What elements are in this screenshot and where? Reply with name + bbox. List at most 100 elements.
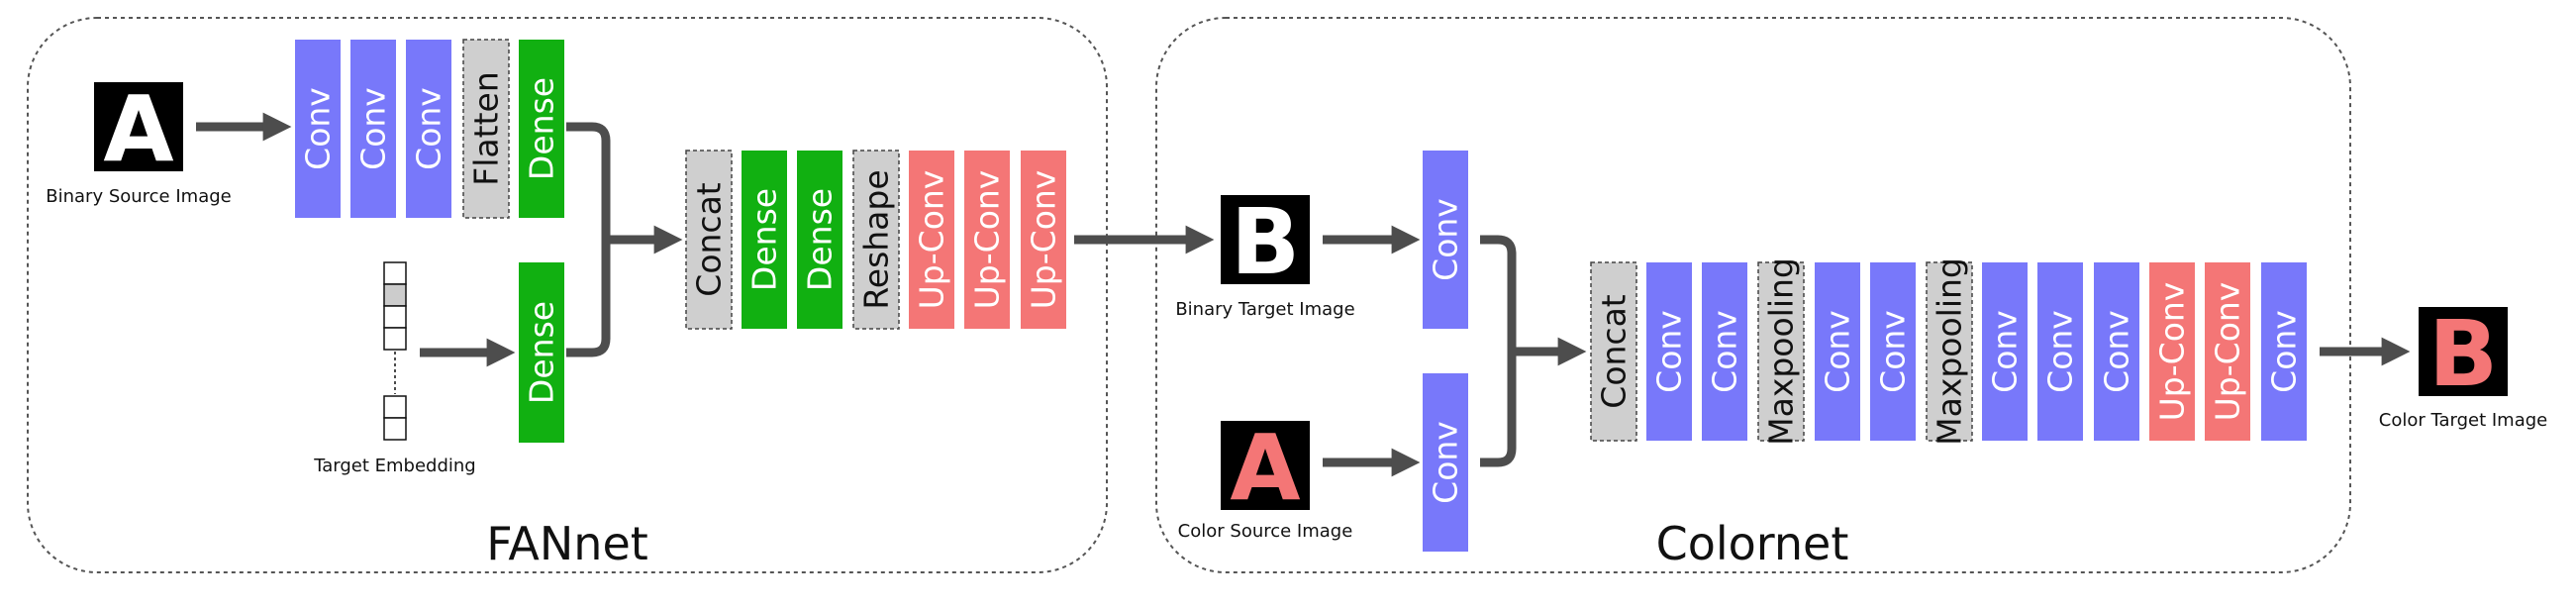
colornet-layer-10-box xyxy=(2094,262,2139,441)
embedding-cell-5 xyxy=(383,395,407,419)
fannet-decoder-3-box xyxy=(797,151,842,329)
color-target-glyph: B xyxy=(2428,301,2498,407)
color-branch-conv-box xyxy=(1423,373,1468,552)
fannet-decoder-5: Up-Conv xyxy=(909,151,954,329)
colornet-layer-1-label: Concat xyxy=(1595,294,1634,409)
fannet-decoder-3: Dense xyxy=(797,151,842,329)
binary-target-glyph: B xyxy=(1231,189,1300,295)
fannet-encoder-2-label: Conv xyxy=(354,87,393,170)
fannet-decoder-3-label: Dense xyxy=(801,188,840,291)
color-source-image: A xyxy=(1221,415,1310,521)
fannet-decoder-2-label: Dense xyxy=(745,188,784,291)
colornet-layer-7-box xyxy=(1926,261,1973,442)
binary-target-image: B xyxy=(1221,189,1310,295)
colornet-layer-9: Conv xyxy=(2037,262,2083,441)
color-source-caption: Color Source Image xyxy=(1178,521,1353,542)
binary-branch-conv: Conv xyxy=(1423,151,1468,329)
colornet-layer-3-box xyxy=(1702,262,1747,441)
colornet-layer-1-box xyxy=(1590,261,1637,442)
fannet-decoder-2: Dense xyxy=(742,151,787,329)
colornet-layer-11-box xyxy=(2149,262,2195,441)
colornet-layer-4-label: Maxpooling xyxy=(1762,257,1801,446)
colornet-layer-6: Conv xyxy=(1870,262,1916,441)
fannet-decoder-4: Reshape xyxy=(852,150,900,330)
colornet-layer-11-label: Up-Conv xyxy=(2153,282,2192,422)
colornet-layer-1: Concat xyxy=(1590,261,1637,442)
fannet-decoder-2-box xyxy=(742,151,787,329)
fannet-decoder-6-box xyxy=(964,151,1010,329)
binary-target-glyph-bg xyxy=(1221,195,1310,284)
colornet-panel xyxy=(1155,17,2351,573)
fannet-decoder-7-label: Up-Conv xyxy=(1025,170,1063,310)
colornet-layer-8: Conv xyxy=(1982,262,2028,441)
fannet-decoder-5-box xyxy=(909,151,954,329)
colornet-layer-2-label: Conv xyxy=(1650,310,1689,393)
colornet-layer-5-box xyxy=(1815,262,1860,441)
fannet-encoder-5-label: Dense xyxy=(523,77,561,180)
embedding-dense: Dense xyxy=(519,262,564,443)
fannet-decoder-4-label: Reshape xyxy=(857,169,896,309)
fannet-encoder-1: Conv xyxy=(295,40,341,218)
colornet-layer-7-label: Maxpooling xyxy=(1931,257,1969,446)
fannet-encoder-2: Conv xyxy=(350,40,396,218)
colornet-layer-7: Maxpooling xyxy=(1926,257,1973,446)
colornet-layer-8-label: Conv xyxy=(1986,310,2025,393)
colornet-layer-4-box xyxy=(1757,261,1805,442)
fannet-decoder-7-box xyxy=(1021,151,1066,329)
colornet-layer-6-box xyxy=(1870,262,1916,441)
color-source-glyph: A xyxy=(1230,415,1300,521)
fannet-encoder-3-label: Conv xyxy=(410,87,448,170)
fannet-encoder-3: Conv xyxy=(406,40,451,218)
fannet-encoder-4-box xyxy=(462,39,510,219)
target-embedding-caption: Target Embedding xyxy=(313,456,476,476)
colornet-layer-12-box xyxy=(2205,262,2250,441)
target-embedding-vector xyxy=(383,261,407,441)
colornet-layer-5: Conv xyxy=(1815,262,1860,441)
embedding-cell-2 xyxy=(383,283,407,307)
colornet-layer-9-label: Conv xyxy=(2041,310,2080,393)
embedding-cell-4 xyxy=(383,327,407,351)
fannet-encoder-1-box xyxy=(295,40,341,218)
binary-branch-conv-label: Conv xyxy=(1427,198,1465,281)
colornet-layer-9-box xyxy=(2037,262,2083,441)
fannet-decoder-1: Concat xyxy=(685,150,733,330)
binary-source-glyph-bg xyxy=(94,82,183,171)
color-branch-conv: Conv xyxy=(1423,373,1468,552)
colornet-layer-8-box xyxy=(1982,262,2028,441)
colornet-layer-6-label: Conv xyxy=(1874,310,1913,393)
colornet-layer-10-label: Conv xyxy=(2098,310,2136,393)
color-target-image: B xyxy=(2419,301,2508,407)
colornet-layer-12: Up-Conv xyxy=(2205,262,2250,441)
colornet-layer-3: Conv xyxy=(1702,262,1747,441)
merge-bracket-fannet xyxy=(566,122,611,357)
colornet-layer-13-box xyxy=(2261,262,2307,441)
binary-source-caption: Binary Source Image xyxy=(46,186,231,207)
fannet-decoder-5-label: Up-Conv xyxy=(913,170,951,310)
colornet-layer-10: Conv xyxy=(2094,262,2139,441)
binary-source-image: A xyxy=(94,76,183,182)
color-branch-conv-label: Conv xyxy=(1427,421,1465,504)
fannet-encoder-4: Flatten xyxy=(462,39,510,219)
binary-target-caption: Binary Target Image xyxy=(1175,299,1354,320)
fannet-decoder-7: Up-Conv xyxy=(1021,151,1066,329)
fannet-encoder-1-label: Conv xyxy=(299,87,338,170)
colornet-layer-4: Maxpooling xyxy=(1757,257,1805,446)
fannet-encoder-4-label: Flatten xyxy=(467,71,506,185)
colornet-title: Colornet xyxy=(1656,517,1849,570)
embedding-cell-3 xyxy=(383,305,407,329)
fannet-encoder-2-box xyxy=(350,40,396,218)
colornet-layer-13: Conv xyxy=(2261,262,2307,441)
color-source-glyph-bg xyxy=(1221,421,1310,510)
fannet-panel xyxy=(27,17,1108,573)
colornet-layer-13-label: Conv xyxy=(2265,310,2304,393)
colornet-layer-2-box xyxy=(1646,262,1692,441)
colornet-layer-3-label: Conv xyxy=(1706,310,1744,393)
embedding-dense-label: Dense xyxy=(523,301,561,404)
colornet-layer-12-label: Up-Conv xyxy=(2209,282,2247,422)
fannet-encoder-5-box xyxy=(519,40,564,218)
colornet-layer-2: Conv xyxy=(1646,262,1692,441)
fannet-decoder-1-box xyxy=(685,150,733,330)
embedding-cell-6 xyxy=(383,417,407,441)
embedding-cell-1 xyxy=(383,261,407,285)
